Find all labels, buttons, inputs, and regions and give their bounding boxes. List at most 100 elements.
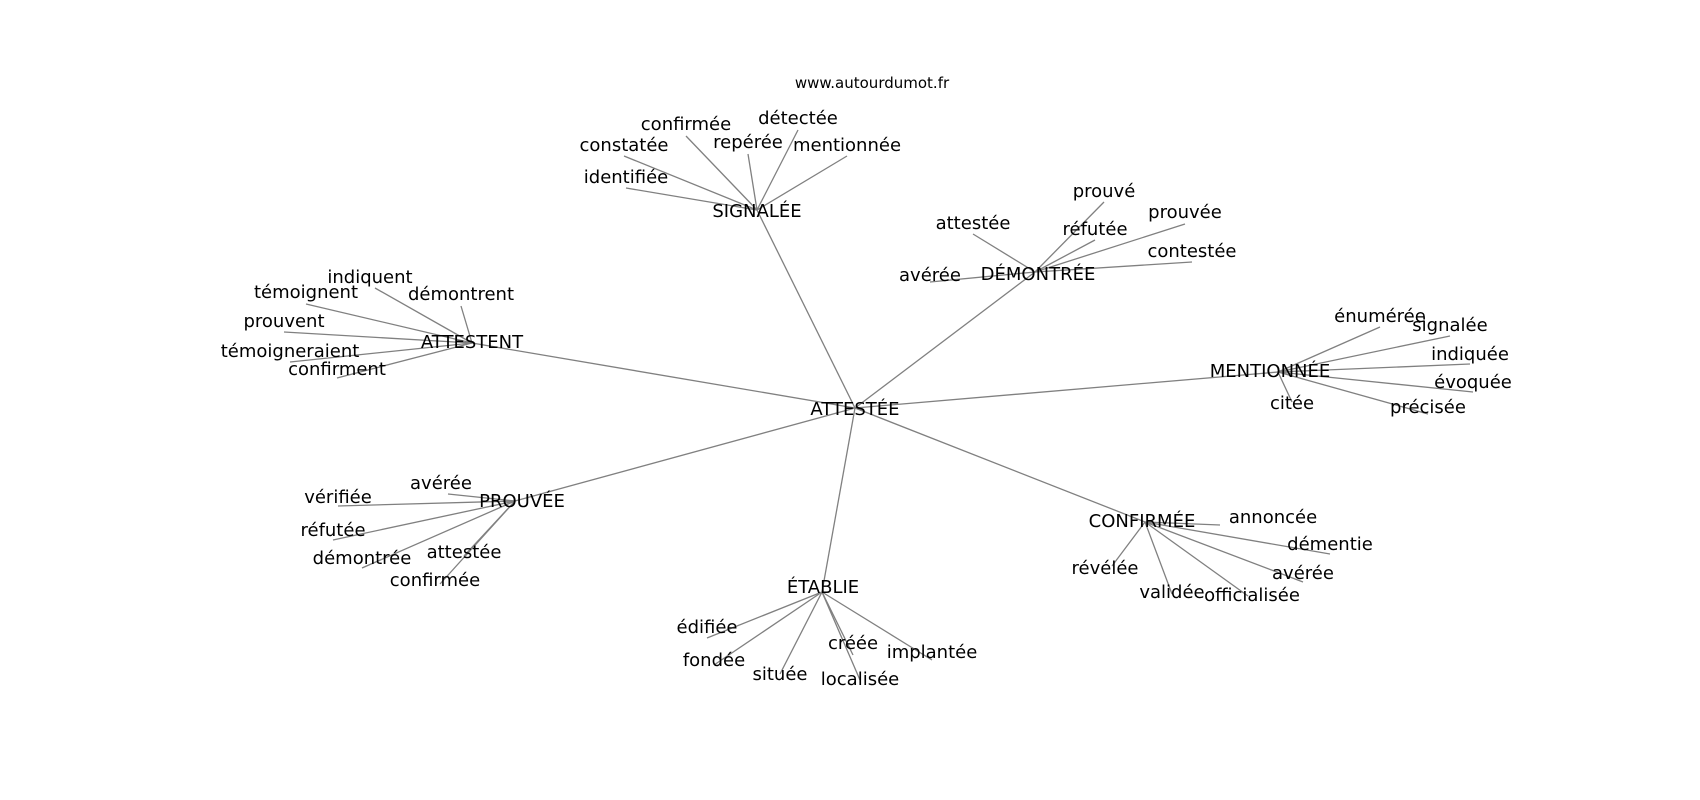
word-node[interactable]: indiquée xyxy=(1431,344,1509,365)
word-node[interactable]: citée xyxy=(1270,393,1314,414)
word-node[interactable]: repérée xyxy=(713,132,783,153)
edge-root-to-hub xyxy=(854,371,1279,409)
edge-hub-to-word xyxy=(1277,326,1381,373)
edge-hub-to-word xyxy=(821,591,933,661)
word-node[interactable]: validée xyxy=(1139,582,1204,603)
edge-root-to-hub xyxy=(854,407,1146,523)
edge-hub-to-word xyxy=(439,500,516,585)
edge-hub-to-word xyxy=(1034,223,1186,273)
edge-hub-to-word xyxy=(1277,371,1474,393)
edge-hub-to-word xyxy=(361,500,516,569)
hub-node[interactable]: ATTESTENT xyxy=(421,332,524,353)
edge-root-to-hub xyxy=(821,407,856,593)
word-node[interactable]: signalée xyxy=(1412,315,1487,336)
word-node[interactable]: détectée xyxy=(758,108,838,129)
edge-hub-to-word xyxy=(283,331,473,344)
edge-hub-to-word xyxy=(623,155,758,211)
word-node[interactable]: contestée xyxy=(1147,241,1236,262)
word-node[interactable]: réfutée xyxy=(300,520,365,541)
edge-hub-to-word xyxy=(1144,521,1249,597)
root-node[interactable]: ATTESTÉE xyxy=(810,398,899,420)
hub-node[interactable]: CONFIRMÉE xyxy=(1089,510,1196,532)
word-node[interactable]: témoignent xyxy=(254,282,358,303)
word-node[interactable]: fondée xyxy=(683,650,745,671)
word-node[interactable]: précisée xyxy=(1390,397,1466,418)
edge-hub-to-word xyxy=(756,155,848,211)
edge-hub-to-word xyxy=(1034,239,1096,273)
edge-hub-to-word xyxy=(756,129,799,211)
edge-hub-to-word xyxy=(779,591,823,675)
edge-hub-to-word xyxy=(1144,521,1304,583)
edge-hub-to-word xyxy=(1277,335,1451,373)
edge-root-to-hub xyxy=(471,342,856,409)
word-node[interactable]: énumérée xyxy=(1334,306,1426,327)
word-node[interactable]: prouvent xyxy=(243,311,324,332)
edge-hub-to-word xyxy=(460,305,473,344)
edge-hub-to-word xyxy=(1277,371,1293,403)
edge-hub-to-word xyxy=(706,591,823,639)
word-node[interactable]: avérée xyxy=(899,265,961,286)
edge-hub-to-word xyxy=(747,153,758,211)
edge-hub-to-word xyxy=(1144,521,1173,595)
word-node[interactable]: vérifiée xyxy=(304,487,372,508)
word-node[interactable]: créée xyxy=(828,633,878,654)
edges-layer xyxy=(283,129,1474,681)
word-node[interactable]: avérée xyxy=(1272,563,1334,584)
hub-node[interactable]: ÉTABLIE xyxy=(787,576,859,598)
hub-node[interactable]: MENTIONNÉE xyxy=(1210,360,1331,382)
edge-hub-to-word xyxy=(821,591,861,681)
labels-layer: confirmée détectée constatée repérée mention… xyxy=(221,108,1512,690)
word-node[interactable]: révélée xyxy=(1072,558,1139,579)
word-node[interactable]: située xyxy=(753,664,808,685)
word-node[interactable]: confirment xyxy=(288,359,386,380)
word-node[interactable]: démontrent xyxy=(408,284,514,305)
edge-hub-to-word xyxy=(713,591,823,666)
word-node[interactable]: réfutée xyxy=(1062,219,1127,240)
edge-hub-to-word xyxy=(305,303,473,344)
edge-hub-to-word xyxy=(685,135,758,211)
word-node[interactable]: identifiée xyxy=(584,167,668,188)
edge-hub-to-word xyxy=(289,342,473,363)
word-node[interactable]: confirmée xyxy=(641,114,731,135)
word-node[interactable]: prouvée xyxy=(1148,202,1222,223)
word-node[interactable]: localisée xyxy=(821,669,899,690)
word-node[interactable]: témoigneraient xyxy=(221,341,360,362)
hub-node[interactable]: PROUVÉE xyxy=(479,490,565,512)
word-node[interactable]: avérée xyxy=(410,473,472,494)
edge-hub-to-word xyxy=(1034,261,1193,273)
edge-hub-to-word xyxy=(447,493,516,502)
word-node[interactable]: constatée xyxy=(580,135,669,156)
edge-hub-to-word xyxy=(336,342,473,379)
edge-hub-to-word xyxy=(1277,363,1471,373)
edge-hub-to-word xyxy=(332,500,516,541)
edge-hub-to-word xyxy=(1144,521,1221,526)
word-node[interactable]: évoquée xyxy=(1434,372,1512,393)
word-node[interactable]: confirmée xyxy=(390,570,480,591)
edge-hub-to-word xyxy=(1111,521,1146,567)
word-node[interactable]: officialisée xyxy=(1204,585,1300,606)
edge-root-to-hub xyxy=(514,407,856,502)
word-node[interactable]: prouvé xyxy=(1073,181,1136,202)
edge-hub-to-word xyxy=(1277,371,1429,415)
word-node[interactable]: édifiée xyxy=(677,617,738,638)
edge-hub-to-word xyxy=(337,500,516,507)
edge-hub-to-word xyxy=(374,287,473,344)
word-node[interactable]: attestée xyxy=(427,542,502,563)
hub-node[interactable]: SIGNALÉE xyxy=(712,200,801,222)
edge-root-to-hub xyxy=(854,271,1036,409)
edge-hub-to-word xyxy=(1144,521,1331,555)
word-node[interactable]: démontrée xyxy=(313,548,412,569)
word-node[interactable]: annoncée xyxy=(1229,507,1317,528)
edge-hub-to-word xyxy=(972,233,1036,273)
site-url: www.autourdumot.fr xyxy=(795,74,950,92)
word-node[interactable]: implantée xyxy=(887,642,978,663)
word-node[interactable]: mentionnée xyxy=(793,135,901,156)
word-node[interactable]: indiquent xyxy=(327,267,412,288)
edge-hub-to-word xyxy=(625,187,758,211)
edge-hub-to-word xyxy=(929,271,1036,283)
hub-node[interactable]: DÉMONTRÉE xyxy=(981,263,1096,285)
edge-root-to-hub xyxy=(756,209,856,409)
word-node[interactable]: attestée xyxy=(936,213,1011,234)
word-node[interactable]: démentie xyxy=(1287,534,1373,555)
